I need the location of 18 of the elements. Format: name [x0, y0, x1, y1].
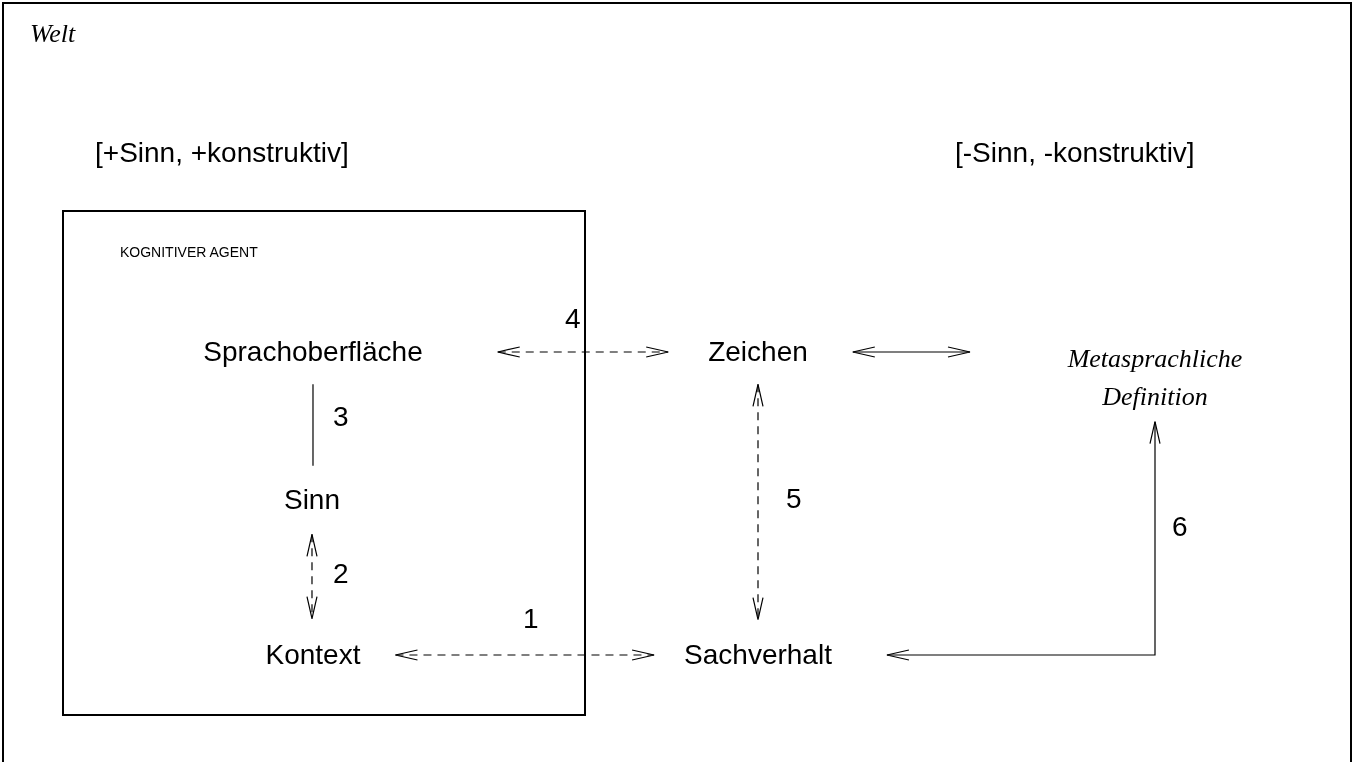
- arrow: [886, 421, 1161, 661]
- arrow: [752, 383, 764, 621]
- frame-title: Welt: [30, 19, 76, 50]
- arrow: [852, 346, 971, 358]
- arrow: [306, 533, 318, 620]
- concept-label: Kontext: [265, 637, 361, 672]
- concept-label: Metasprachliche Definition: [1066, 343, 1244, 413]
- concept-label: Sprachoberfläche: [203, 334, 423, 369]
- arrow: [394, 649, 655, 661]
- agent-box: [62, 210, 586, 716]
- arrow: [497, 346, 669, 358]
- box-heading: KOGNITIVER AGENT: [120, 243, 258, 260]
- concept-label: Sachverhalt: [684, 637, 832, 672]
- connector-line: [312, 383, 314, 467]
- concept-label: Zeichen: [708, 334, 808, 369]
- concept-label: Sinn: [283, 482, 340, 517]
- feature-label: [-Sinn, -konstruktiv]: [955, 137, 1195, 169]
- feature-label: [+Sinn, +konstruktiv]: [95, 137, 349, 169]
